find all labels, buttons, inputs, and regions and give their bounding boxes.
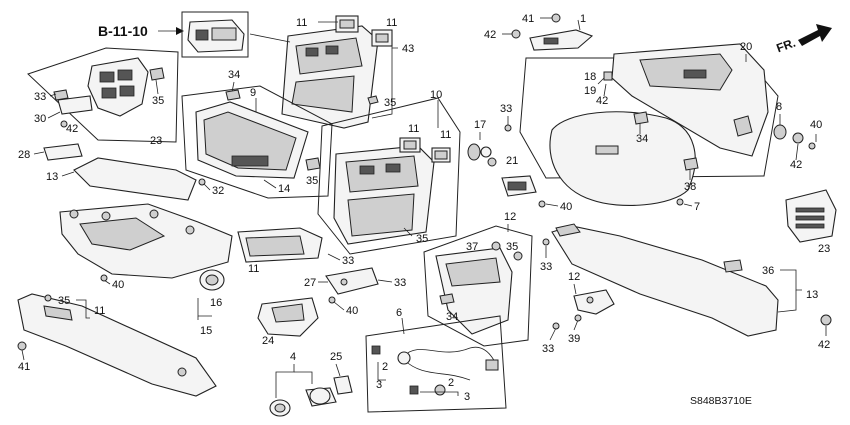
callout-33d[interactable]: 33 (500, 103, 512, 115)
callout-4[interactable]: 4 (290, 351, 296, 363)
callout-32[interactable]: 30 (34, 113, 46, 125)
latch-part (529, 29, 594, 51)
center-bezel-upper-part (281, 15, 393, 129)
center-bezel-lower-part (317, 97, 461, 255)
front-direction-indicator: FR. (774, 24, 832, 55)
callout-24[interactable]: 20 (740, 41, 752, 53)
callout-33b[interactable]: 33 (342, 255, 354, 267)
callout-19[interactable]: 15 (200, 325, 212, 337)
center-panel-group (181, 85, 333, 199)
harness-group (365, 315, 507, 413)
callout-28[interactable]: 24 (262, 335, 274, 347)
ref-label[interactable]: B-11-10 (98, 23, 148, 39)
callout-13[interactable]: 11 (94, 305, 105, 317)
callout-34b[interactable]: 34 (228, 69, 240, 81)
callout-34c[interactable]: 34 (446, 311, 458, 323)
callout-21[interactable]: 17 (474, 119, 486, 131)
callout-10[interactable]: 10 (430, 89, 442, 101)
callout-35a[interactable]: 35 (152, 95, 164, 107)
callout-8[interactable]: 8 (776, 101, 782, 113)
callout-31[interactable]: 28 (18, 149, 30, 161)
callout-14[interactable]: 12 (504, 211, 516, 223)
callout-35e[interactable]: 35 (416, 233, 428, 245)
callout-44[interactable]: 43 (402, 43, 414, 55)
knob-part (333, 375, 353, 395)
callout-16[interactable]: 13 (806, 289, 818, 301)
callout-43[interactable]: 42 (66, 123, 78, 135)
callout-33c[interactable]: 33 (394, 277, 406, 289)
callout-11a[interactable]: 11 (296, 17, 307, 29)
callout-35g[interactable]: 36 (762, 265, 774, 277)
bracket-part (325, 267, 379, 295)
callout-18[interactable]: 14 (278, 183, 290, 195)
reference-group: B-11-10 (98, 11, 249, 58)
callout-20[interactable]: 16 (210, 297, 222, 309)
callout-36c[interactable]: 39 (568, 333, 580, 345)
callout-40a[interactable]: 40 (346, 305, 358, 317)
callout-29[interactable]: 25 (330, 351, 342, 363)
callout-42a[interactable]: 41 (18, 361, 30, 373)
ashtray-part (237, 227, 323, 263)
callout-36a[interactable]: 37 (466, 241, 478, 253)
callout-12[interactable]: 11 (248, 263, 259, 275)
callout-30[interactable]: 27 (304, 277, 316, 289)
callout-3a[interactable]: 3 (376, 379, 382, 391)
callout-40d[interactable]: 42 (596, 95, 608, 107)
lighter-part (269, 387, 337, 417)
callout-34a[interactable]: 33 (34, 91, 46, 103)
callout-2b[interactable]: 2 (448, 377, 454, 389)
callout-40b[interactable]: 41 (522, 13, 534, 25)
callout-41[interactable]: 42 (790, 159, 802, 171)
callout-7[interactable]: 7 (694, 201, 700, 213)
callout-26[interactable]: 23 (150, 135, 162, 147)
callout-2a[interactable]: 2 (382, 361, 388, 373)
callout-39[interactable]: 40 (810, 119, 822, 131)
side-trim-part (551, 223, 779, 337)
cup-holder-part (257, 297, 319, 337)
callout-3b[interactable]: 3 (464, 391, 470, 403)
callout-6[interactable]: 6 (396, 307, 402, 319)
lower-cover-part (17, 293, 217, 397)
right-vent-part (785, 189, 837, 243)
callout-35c[interactable]: 35 (306, 175, 318, 187)
callout-11d[interactable]: 11 (440, 129, 451, 141)
callout-34d[interactable]: 34 (636, 133, 648, 145)
left-vent-group (27, 47, 179, 143)
lower-panel-group (423, 225, 533, 347)
callout-35f[interactable]: 35 (506, 241, 518, 253)
diagram-code[interactable]: S848B3710E (690, 395, 752, 407)
callout-15[interactable]: 12 (568, 271, 580, 283)
callout-1[interactable]: 1 (580, 13, 586, 25)
direction-label[interactable]: FR. (774, 36, 797, 56)
switch-panel-part (187, 19, 245, 53)
column-cover-part (59, 203, 233, 279)
callout-11b[interactable]: 11 (386, 17, 397, 29)
bulb-socket-part (467, 143, 497, 167)
callout-42b[interactable]: 42 (818, 339, 830, 351)
glove-box-group (519, 43, 779, 207)
callout-37[interactable]: 40 (112, 279, 124, 291)
callout-35d[interactable]: 35 (58, 295, 70, 307)
callout-40c[interactable]: 42 (484, 29, 496, 41)
callout-38[interactable]: 40 (560, 201, 572, 213)
callout-17[interactable]: 13 (46, 171, 58, 183)
callout-35b[interactable]: 35 (384, 97, 396, 109)
key-ring-part (199, 269, 225, 291)
callout-33a[interactable]: 32 (212, 185, 224, 197)
callout-33f[interactable]: 33 (542, 343, 554, 355)
switch-part (501, 175, 537, 197)
callout-11c[interactable]: 11 (408, 123, 419, 135)
callout-22[interactable]: 18 (584, 71, 596, 83)
side-bracket-part (573, 289, 615, 315)
callout-9[interactable]: 9 (250, 87, 256, 99)
callout-23[interactable]: 19 (584, 85, 596, 97)
callout-33e[interactable]: 33 (540, 261, 552, 273)
callout-25[interactable]: 21 (506, 155, 518, 167)
callout-27[interactable]: 23 (818, 243, 830, 255)
callout-36b[interactable]: 38 (684, 181, 696, 193)
